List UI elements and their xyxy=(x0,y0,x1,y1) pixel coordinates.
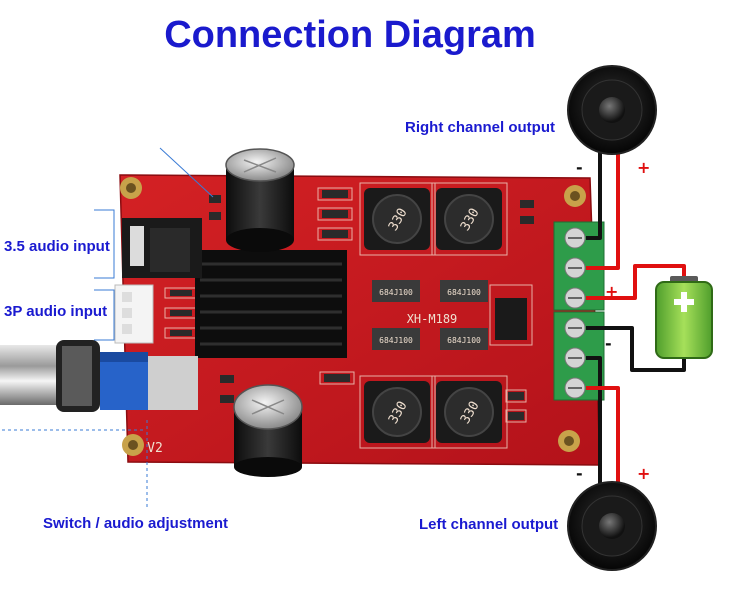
wire-left-positive xyxy=(586,386,620,492)
heat-sink xyxy=(195,250,347,358)
amplifier-board: 330 330 330 330 684J100 684J100 684J100 xyxy=(0,148,601,477)
capacitor-code-label: 684J100 xyxy=(379,288,413,297)
battery-icon xyxy=(655,276,713,359)
audio-jack-3-5mm xyxy=(122,218,202,278)
capacitor-code-label: 684J100 xyxy=(447,336,481,345)
terminal-screw xyxy=(564,227,586,399)
audio-35-input-label: 3.5 audio input xyxy=(4,238,110,255)
wire-right-negative xyxy=(586,152,602,240)
board-model-label: XH-M189 xyxy=(407,312,458,326)
electrolytic-capacitor-top xyxy=(225,148,295,252)
wire-left-negative xyxy=(586,356,602,492)
capacitor-code-label: 684J100 xyxy=(447,288,481,297)
inductor: 330 330 330 330 xyxy=(364,188,502,443)
annotation-lines xyxy=(2,147,214,510)
diagram-title: Connection Diagram xyxy=(164,14,536,56)
right-minus-sign: - xyxy=(576,158,583,177)
wire-right-positive xyxy=(586,152,620,270)
wire-battery-positive xyxy=(586,264,686,300)
volume-potentiometer xyxy=(0,340,198,412)
regulator-chip xyxy=(495,298,527,340)
right-channel-output-label: Right channel output xyxy=(405,119,555,136)
right-speaker xyxy=(567,65,657,155)
left-minus-sign: - xyxy=(576,464,583,483)
mounting-hole xyxy=(120,177,586,456)
switch-audio-adjustment-label: Switch / audio adjustment xyxy=(43,515,229,532)
left-channel-output-label: Left channel output xyxy=(419,516,559,533)
wire-battery-negative xyxy=(586,326,686,372)
battery-plus-sign: + xyxy=(605,282,619,301)
left-plus-sign: + xyxy=(637,464,651,483)
left-speaker xyxy=(567,481,657,571)
connector-3p xyxy=(114,284,154,344)
right-plus-sign: + xyxy=(637,158,651,177)
battery-minus-sign: - xyxy=(605,334,612,353)
film-capacitor: 684J100 684J100 684J100 684J100 xyxy=(372,280,488,350)
electrolytic-capacitor-bottom xyxy=(233,384,303,477)
capacitor-code-label: 684J100 xyxy=(379,336,413,345)
audio-3p-input-label: 3P audio input xyxy=(4,303,108,320)
wiring xyxy=(586,152,686,492)
board-version-label: V2 xyxy=(147,441,163,456)
